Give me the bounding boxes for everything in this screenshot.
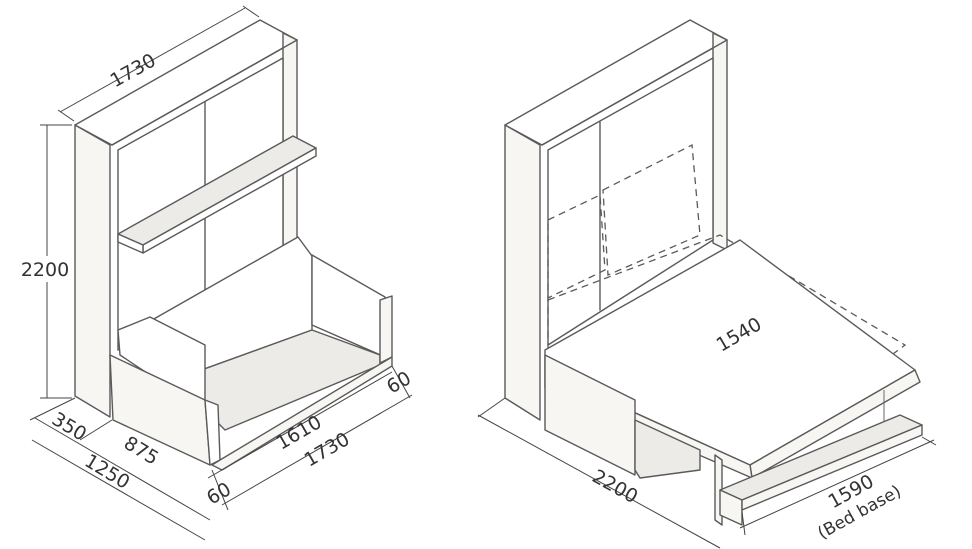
dim-line-front-width <box>207 371 393 479</box>
dim-label-depth-cabinet: 350 <box>48 408 90 446</box>
dim-line-depth <box>34 417 211 521</box>
pillow-left <box>547 193 606 300</box>
dim-tick <box>211 469 229 511</box>
cabinet-side-panel <box>74 124 111 418</box>
dim-tick <box>391 365 411 399</box>
upper-shelf-side <box>117 233 144 254</box>
dim-label-depth-total: 1250 <box>81 450 134 494</box>
sofa-right-armrest-edge <box>379 295 393 364</box>
dim-label-bg <box>18 256 72 282</box>
dim-tick <box>57 109 75 122</box>
pillow-right <box>602 143 701 276</box>
bed-leg-left <box>634 419 701 479</box>
dim-tick <box>29 397 76 421</box>
dim-label-bg <box>703 301 777 361</box>
dim-tick <box>477 397 506 418</box>
dim-line-open-length <box>477 414 721 549</box>
bed-cabinet-side <box>504 124 541 421</box>
bed-open-view: 1540 2200 1590 (Bed base) <box>477 19 937 549</box>
dim-tick <box>921 436 937 446</box>
cabinet-front-edge <box>111 39 298 146</box>
dim-tick <box>741 511 746 536</box>
bed-base-box <box>544 354 636 476</box>
dim-line-overall-width <box>221 394 413 506</box>
bed-back-wall <box>547 57 714 346</box>
dim-line-top-width <box>59 7 246 113</box>
dim-label-height: 2200 <box>21 259 69 281</box>
dim-label-armrest-right: 60 <box>383 367 415 398</box>
dim-label-armrest-left: 60 <box>203 478 235 509</box>
dim-line-depth-total <box>31 439 206 541</box>
dim-tick <box>242 5 260 18</box>
dim-tick <box>79 419 113 441</box>
cabinet-sofa-view: 1730 2200 350 875 1250 1610 1730 60 60 <box>18 5 415 541</box>
bed-cabinet-front-edge <box>541 39 728 146</box>
sofa-base-front <box>211 356 393 471</box>
bed-cabinet-right-post <box>712 32 728 251</box>
bed-leg-rail-edge <box>741 424 923 511</box>
dim-line-bed-base <box>739 439 935 529</box>
bed-leg-rail-end <box>719 489 743 526</box>
